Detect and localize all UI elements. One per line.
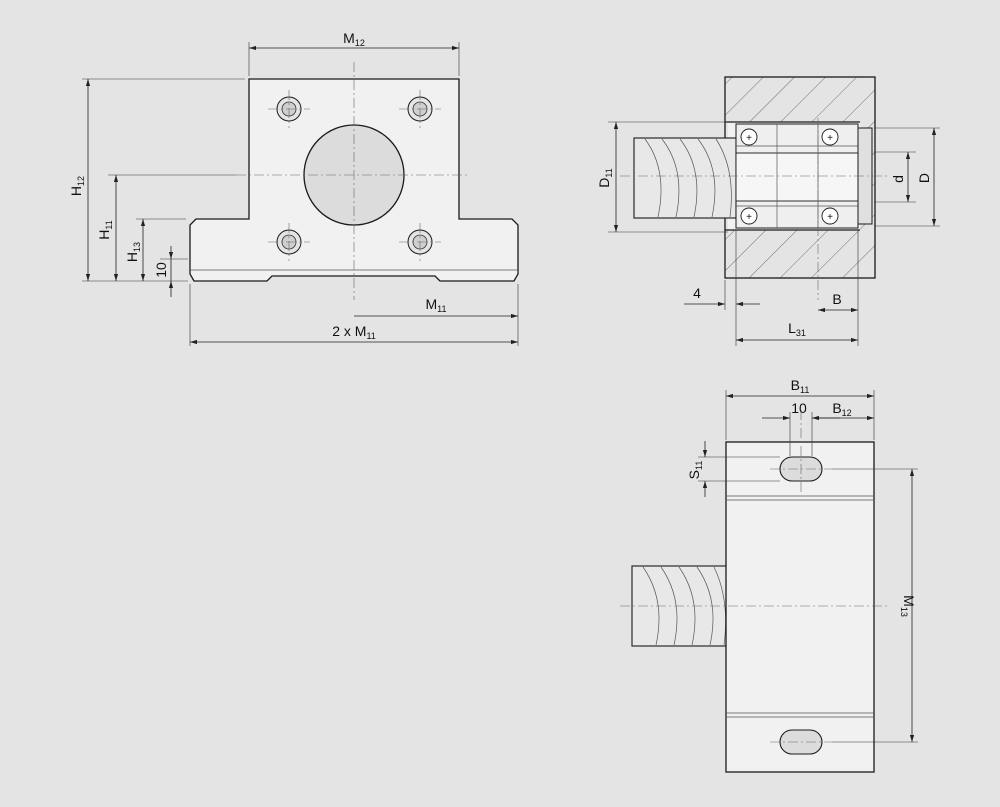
dimension-label-h12: H12 — [68, 176, 86, 196]
dimension-label-2xm11: 2 x M11 — [332, 323, 376, 341]
dimension-label-h11: H11 — [96, 220, 114, 239]
dimension-label-m12: M12 — [343, 30, 365, 48]
dimension-outer-d: D — [874, 127, 940, 227]
dimension-d11: D11 — [596, 121, 728, 233]
dimension-label-h13: H13 — [124, 242, 142, 262]
dimension-b: B — [818, 230, 859, 346]
ball-screw-shaft — [633, 137, 737, 219]
dimension-label-b12: B12 — [832, 400, 851, 418]
dimension-label-4: 4 — [693, 285, 701, 301]
dimension-label-b: B — [832, 291, 841, 307]
dimension-label-d11: D11 — [596, 168, 614, 187]
dimension-label-s11: S11 — [686, 461, 704, 480]
dimension-label-slot-10: 10 — [791, 400, 807, 416]
dimension-d-bore: d — [874, 151, 916, 203]
dimension-foot-10: 10 — [153, 246, 188, 297]
dimension-label-b11: B11 — [791, 377, 810, 395]
bearing-ball: + — [821, 207, 839, 225]
svg-text:+: + — [827, 133, 833, 144]
dimension-h13: H13 — [124, 218, 186, 281]
dimension-label-10: 10 — [153, 262, 169, 278]
svg-text:+: + — [746, 212, 752, 223]
section-view: + + + + D11 d D — [596, 76, 940, 346]
svg-text:+: + — [746, 133, 752, 144]
dimension-m12: M12 — [248, 30, 460, 76]
dimension-label-d: d — [890, 175, 906, 183]
dimension-m11: M11 — [354, 284, 519, 346]
dimension-4: 4 — [684, 230, 760, 346]
dimension-label-outer-d: D — [916, 173, 932, 183]
top-view: B11 10 B12 S11 M13 — [620, 377, 918, 773]
housing-top-outline — [725, 441, 875, 773]
dimension-s11: S11 — [686, 441, 780, 497]
svg-text:+: + — [827, 212, 833, 223]
bearing-ball: + — [740, 207, 758, 225]
dimension-label-m13: M13 — [899, 595, 917, 617]
dimension-b12: B12 — [812, 400, 874, 421]
dimension-m13: M13 — [832, 468, 918, 743]
dimension-b11: B11 — [725, 377, 875, 440]
dimension-label-l31: L31 — [788, 320, 806, 338]
bearing-ball: + — [740, 128, 758, 146]
dimension-l31: L31 — [736, 320, 858, 343]
bearing-ball: + — [821, 128, 839, 146]
dimension-label-m11: M11 — [425, 296, 446, 314]
front-view: M12 H12 H11 H13 10 — [68, 30, 519, 346]
dimension-h11: H11 — [96, 174, 236, 281]
dimension-2xm11: 2 x M11 — [189, 284, 518, 346]
